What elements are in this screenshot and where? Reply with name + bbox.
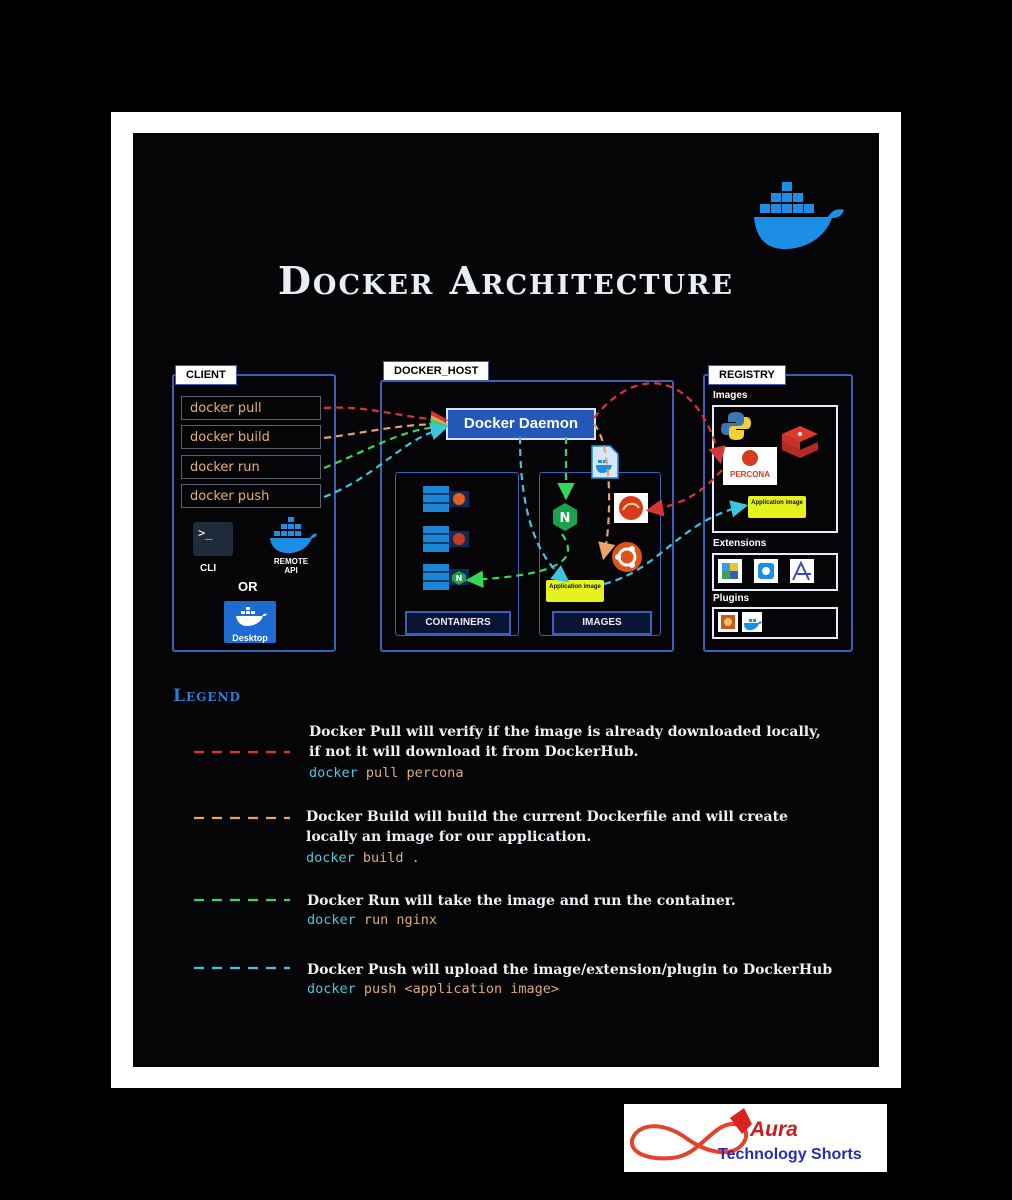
remote-api-whale-icon <box>270 517 317 554</box>
legend-push-code-args: push <application image> <box>355 981 559 997</box>
legend-pull-line1: Docker Pull will verify if the image is … <box>309 724 821 740</box>
poster-background <box>133 133 879 1067</box>
aura-technology-shorts-logo: Aura Technology Shorts <box>624 1104 887 1172</box>
legend-build-code: docker build . <box>306 850 420 866</box>
pull-line-client <box>323 406 449 429</box>
legend-pull-code-cmd: docker <box>309 765 358 781</box>
host-application-image-box: Application image <box>546 580 604 602</box>
terminal-icon: >_ <box>193 522 233 556</box>
docker-daemon-box: Docker Daemon <box>446 408 596 440</box>
plugins-label: Plugins <box>713 593 750 604</box>
container-stack-icon: N <box>423 486 469 590</box>
architecture-connectors <box>323 382 749 589</box>
infinity-swoosh-icon <box>629 1108 752 1161</box>
nginx-icon: N <box>553 503 577 531</box>
desktop-label: Desktop <box>232 633 268 643</box>
extensions-box <box>712 553 838 591</box>
client-tag: CLIENT <box>175 365 237 385</box>
containers-panel <box>395 472 519 636</box>
legend-build-code-cmd: docker <box>306 850 355 866</box>
svg-text:N: N <box>456 574 463 583</box>
extensions-label: Extensions <box>713 538 767 549</box>
command-docker-pull: docker pull <box>181 396 321 420</box>
ubuntu-icon <box>612 542 642 572</box>
command-docker-push: docker push <box>181 484 321 508</box>
client-panel <box>172 374 336 652</box>
registry-application-image-box: Application image <box>748 496 806 518</box>
docker-desktop-icon: Desktop <box>224 601 276 643</box>
plugins-icons <box>718 612 762 632</box>
legend-push-code: docker push <application image> <box>307 981 559 997</box>
registry-percona-tile: PERCONA <box>723 447 777 485</box>
legend-run-code-cmd: docker <box>307 912 356 928</box>
command-docker-build: docker build <box>181 425 321 449</box>
command-docker-run: docker run <box>181 455 321 479</box>
cli-label: CLI <box>200 563 217 574</box>
run-line-client <box>323 418 449 470</box>
legend-pull-code: docker pull percona <box>309 765 463 781</box>
legend-pull-line2: if not it will download it from DockerHu… <box>309 744 639 760</box>
legend-run-code-args: run nginx <box>355 912 438 928</box>
legend-title: Legend <box>173 686 241 706</box>
plugins-box <box>712 607 838 639</box>
legend-build-line1: Docker Build will build the current Dock… <box>306 809 788 825</box>
legend-pull-text: Docker Pull will verify if the image is … <box>309 722 821 762</box>
push-line-daemon <box>518 436 570 583</box>
redis-icon <box>782 426 818 458</box>
logo-brand: Aura <box>750 1118 798 1141</box>
legend-build-code-args: build . <box>354 850 420 866</box>
push-line-client <box>323 422 449 499</box>
legend-pull-code-args: pull percona <box>357 765 464 781</box>
percona-icon <box>614 493 648 523</box>
build-line-client <box>323 415 449 440</box>
legend-run-code: docker run nginx <box>307 912 437 928</box>
push-line-registry <box>603 500 749 586</box>
legend-push-code-cmd: docker <box>307 981 356 997</box>
docker-whale-logo <box>754 182 844 250</box>
docker-host-panel <box>380 380 674 652</box>
percona-label: PERCONA <box>729 470 770 479</box>
registry-tag: REGISTRY <box>708 365 786 385</box>
remote-api-label: REMOTE API <box>273 557 309 575</box>
legend-build-text: Docker Build will build the current Dock… <box>306 807 788 847</box>
logo-subtitle: Technology Shorts <box>718 1146 862 1163</box>
registry-images-box <box>712 405 838 533</box>
registry-percona-icon <box>742 450 758 466</box>
registry-images-label: Images <box>713 390 748 401</box>
poster-title: Docker Architecture <box>277 258 735 303</box>
or-label: OR <box>238 579 258 594</box>
legend-run-line1: Docker Run will take the image and run t… <box>307 893 736 909</box>
legend-run-text: Docker Run will take the image and run t… <box>307 891 736 911</box>
legend-line-swatches <box>194 750 290 970</box>
legend-build-line2: locally an image for our application. <box>306 829 592 845</box>
run-line-nginx <box>465 533 570 589</box>
svg-text:N: N <box>560 511 571 526</box>
images-label: IMAGES <box>552 611 652 635</box>
desktop-whale-icon <box>236 607 267 626</box>
legend-push-text: Docker Push will upload the image/extens… <box>307 960 832 980</box>
pull-line-registry <box>593 382 726 465</box>
python-icon <box>721 412 751 440</box>
pull-line-image <box>645 469 723 517</box>
extensions-icons <box>718 559 814 583</box>
legend-push-line1: Docker Push will upload the image/extens… <box>307 962 833 978</box>
containers-label: CONTAINERS <box>405 611 511 635</box>
docker-host-tag: DOCKER_HOST <box>383 361 490 381</box>
build-line-daemon <box>593 423 616 561</box>
